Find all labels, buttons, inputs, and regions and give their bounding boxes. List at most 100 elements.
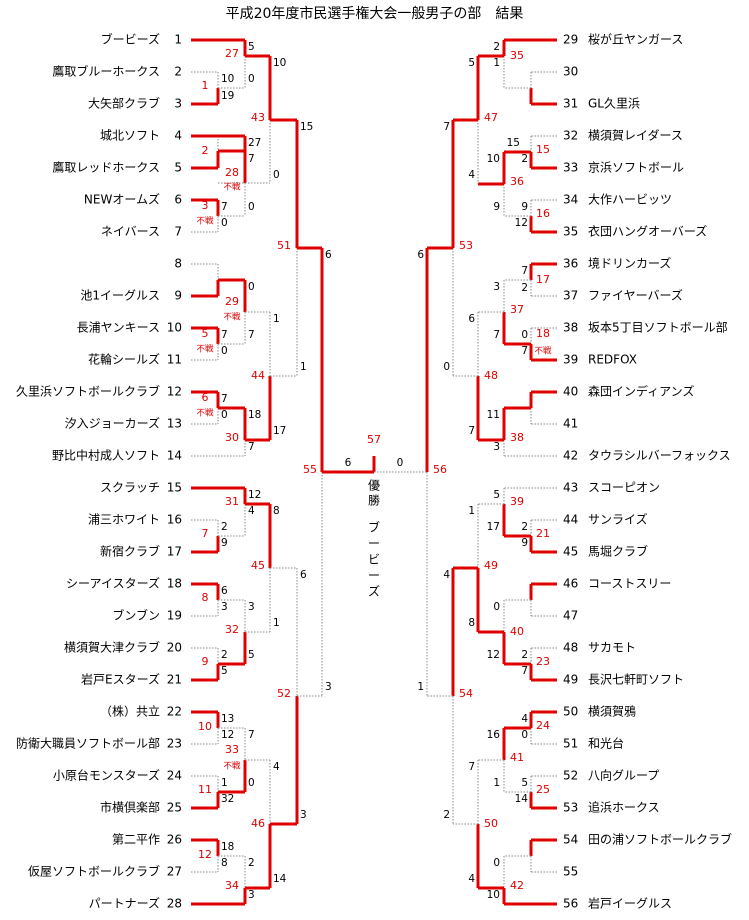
- team-number: 18: [167, 577, 182, 591]
- forfeit-label: 不戦: [196, 408, 214, 419]
- score: 15: [300, 121, 313, 133]
- score: 7: [248, 441, 255, 453]
- team-number: 8: [174, 257, 182, 271]
- score: 0: [273, 169, 280, 181]
- score: 6: [417, 249, 424, 261]
- team-number: 14: [167, 449, 182, 463]
- team-number: 7: [174, 225, 182, 239]
- team-name: 大作ハービッツ: [588, 193, 672, 207]
- team-name: サンライズ: [588, 512, 648, 527]
- team-number: 37: [563, 289, 578, 303]
- match-number: 3: [202, 199, 209, 212]
- score: 18: [248, 409, 261, 421]
- match-number: 12: [198, 848, 212, 861]
- team-number: 20: [167, 641, 182, 655]
- score: 9: [493, 201, 500, 213]
- team-number: 15: [167, 481, 182, 495]
- team-number: 33: [563, 161, 578, 175]
- final-score: 0: [397, 457, 404, 469]
- match-number: 5: [202, 327, 209, 340]
- score: 32: [221, 793, 234, 805]
- score: 12: [515, 217, 528, 229]
- score: 0: [221, 345, 228, 357]
- team-name: 馬堀クラブ: [588, 544, 648, 559]
- team-name: 長浦ヤンキース: [77, 321, 160, 335]
- match-number: 38: [510, 431, 524, 444]
- team-name: 大矢部クラブ: [88, 96, 160, 111]
- score: 7: [521, 665, 528, 677]
- score: 5: [493, 489, 500, 501]
- team-name: 横須賀大津クラブ: [64, 640, 160, 655]
- team-number: 2: [174, 65, 182, 79]
- match-number: 30: [225, 431, 239, 444]
- score: 4: [468, 169, 475, 181]
- team-number: 44: [563, 513, 578, 527]
- match-number: 24: [536, 719, 550, 732]
- score: 5: [521, 777, 528, 789]
- match-number: 50: [484, 817, 498, 830]
- team-number: 50: [563, 705, 578, 719]
- score: 9: [221, 537, 228, 549]
- match-number: 48: [484, 369, 498, 382]
- score: 0: [521, 729, 528, 741]
- score: 0: [443, 361, 450, 373]
- match-number: 42: [510, 879, 524, 892]
- team-number: 38: [563, 321, 578, 335]
- team-number: 9: [174, 289, 182, 303]
- team-number: 25: [167, 801, 182, 815]
- score: 6: [468, 313, 475, 325]
- match-number: 29: [225, 295, 239, 308]
- team-name: 防衛大職員ソフトボール部: [16, 736, 160, 751]
- team-name: 境ドリンカーズ: [588, 256, 671, 271]
- score: 6: [325, 249, 332, 261]
- team-name: 岩戸イーグルス: [588, 896, 672, 911]
- score: 27: [248, 137, 261, 149]
- team-number: 53: [563, 801, 578, 815]
- match-number: 56: [433, 463, 447, 476]
- match-number: 33: [225, 743, 239, 756]
- team-name: 城北ソフト: [100, 129, 160, 143]
- score: 7: [248, 729, 255, 741]
- score: 2: [493, 41, 500, 53]
- match-number: 35: [510, 49, 524, 62]
- final-score: 6: [345, 457, 352, 469]
- score: 0: [248, 281, 255, 293]
- team-number: 31: [563, 97, 578, 111]
- match-number: 44: [251, 369, 265, 382]
- score: 0: [248, 777, 255, 789]
- team-number: 39: [563, 353, 578, 367]
- forfeit-label: 不戦: [223, 312, 241, 323]
- score: 0: [248, 201, 255, 213]
- team-name: ブンブン: [112, 608, 160, 623]
- match-number: 16: [536, 207, 550, 220]
- team-name: 八向グループ: [588, 768, 659, 783]
- match-number: 43: [251, 111, 265, 124]
- score: 9: [521, 201, 528, 213]
- team-number: 41: [563, 417, 578, 431]
- team-number: 12: [167, 385, 182, 399]
- team-name: NEWオームズ: [84, 192, 160, 207]
- match-number: 51: [277, 239, 291, 252]
- score: 1: [273, 617, 280, 629]
- score: 10: [221, 73, 234, 85]
- score: 19: [221, 90, 234, 102]
- score: 7: [221, 393, 228, 405]
- match-number: 2: [202, 144, 209, 157]
- score: 2: [521, 153, 528, 165]
- team-number: 21: [167, 673, 182, 687]
- match-number: 36: [510, 175, 524, 188]
- team-name: タウラシルバーフォックス: [588, 449, 731, 463]
- team-name: （株）共立: [100, 704, 160, 719]
- match-number: 41: [510, 751, 524, 764]
- score: 3: [221, 601, 228, 613]
- score: 7: [248, 329, 255, 341]
- score: 7: [493, 329, 500, 341]
- team-name: 田の浦ソフトボールクラブ: [588, 832, 732, 847]
- team-name: 市横倶楽部: [100, 800, 160, 815]
- forfeit-label: 不戦: [223, 182, 241, 193]
- match-number: 40: [510, 625, 524, 638]
- score: 0: [493, 601, 500, 613]
- score: 1: [273, 313, 280, 325]
- team-number: 43: [563, 481, 578, 495]
- champion-label: 勝: [368, 493, 380, 508]
